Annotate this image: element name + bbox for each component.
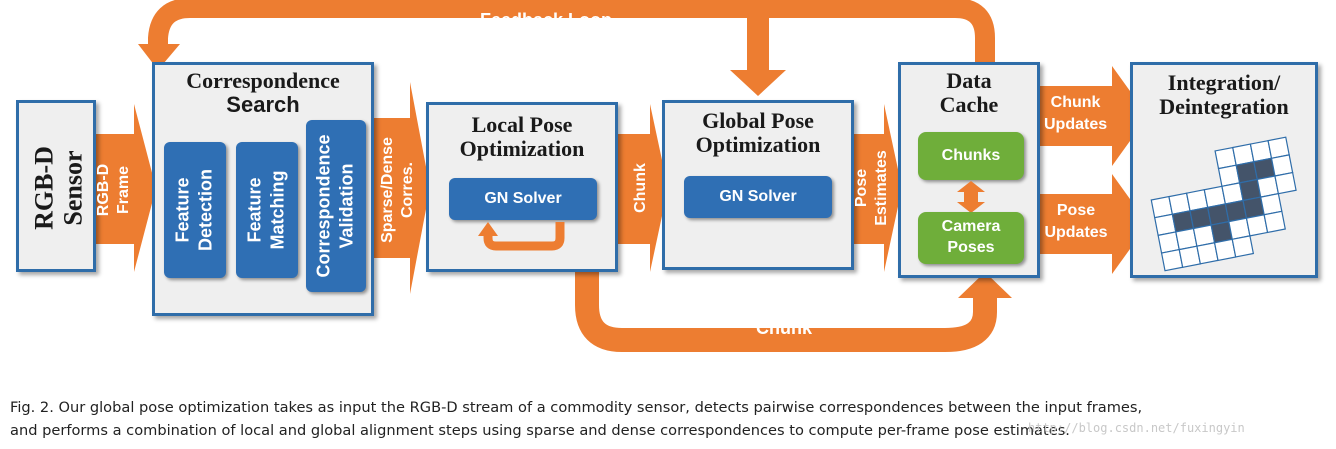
local-pose-title-line2: Optimization	[459, 136, 585, 162]
integration-title-line1: Integration/	[1167, 70, 1281, 95]
feedback-loop-label: Feedback Loop	[480, 10, 613, 30]
feature-matching-label: Feature Matching	[244, 171, 291, 250]
feedback-branch-arrowhead	[730, 70, 786, 96]
camera-poses-text: Camera Poses	[942, 217, 1001, 259]
feature-detection-line2: Detection	[196, 168, 216, 252]
rgbd-frame-label-line2: Frame	[115, 165, 132, 215]
data-cache-title: Data Cache	[901, 68, 1037, 118]
rgbd-frame-label-line1: RGB-D	[95, 163, 112, 217]
chunk-label: Chunk	[632, 163, 649, 213]
rgbd-sensor-box: RGB-D Sensor	[16, 100, 96, 272]
sensor-label: RGB-D Sensor	[29, 146, 87, 230]
correspondence-validation-label: Correspondence Validation	[313, 134, 360, 277]
integration-title-line2: Deintegration	[1159, 94, 1289, 120]
correspondence-search-title-line1: Correspondence	[186, 68, 340, 93]
global-pose-title-line2: Optimization	[695, 132, 821, 158]
sensor-label-line1: RGB-D	[29, 146, 59, 230]
camera-poses-store: Camera Poses	[918, 212, 1024, 264]
pose-estimates-label-line2: Estimates	[873, 150, 890, 226]
pose-updates-arrow	[1040, 174, 1148, 274]
global-gn-solver: GN Solver	[684, 176, 832, 218]
correspondence-search-title: Correspondence Search	[155, 68, 371, 118]
correspondence-validation-line2: Validation	[337, 163, 357, 249]
camera-poses-line2: Poses	[947, 239, 995, 256]
correspondence-validation-step: Correspondence Validation	[306, 120, 366, 292]
feedback-branch-shaft	[747, 16, 769, 72]
integration-box: Integration/ Deintegration	[1130, 62, 1318, 278]
global-pose-title: Global Pose Optimization	[665, 108, 851, 158]
feature-detection-label: Feature Detection	[172, 169, 219, 251]
sparse-dense-label-line1: Sparse/Dense	[379, 137, 396, 243]
rgbd-frame-arrow	[90, 104, 156, 272]
feature-detection-line1: Feature	[172, 177, 193, 243]
pose-estimates-label: Pose Estimates	[852, 150, 892, 226]
feature-matching-step: Feature Matching	[236, 142, 298, 278]
arrow-layer	[90, 0, 1148, 352]
chunk-updates-line2: Updates	[1044, 116, 1108, 134]
bottom-chunk-arrowhead	[958, 272, 1012, 298]
camera-poses-line1: Camera	[941, 218, 1001, 236]
pose-updates-label: Pose Updates	[1044, 200, 1108, 245]
correspondence-search-title-line2: Search	[226, 92, 300, 118]
integration-title: Integration/ Deintegration	[1133, 70, 1315, 120]
local-pose-title-line1: Local Pose	[471, 112, 573, 137]
sparse-dense-label: Sparse/Dense Corres.	[378, 137, 418, 243]
local-gn-solver: GN Solver	[449, 178, 597, 220]
sparse-dense-arrow	[370, 82, 430, 294]
local-pose-title: Local Pose Optimization	[429, 112, 615, 162]
feature-matching-line1: Feature	[244, 177, 265, 243]
caption-line-2: and performs a combination of local and …	[10, 422, 1070, 439]
correspondence-validation-line1: Correspondence	[313, 134, 334, 278]
bottom-chunk-label: Chunk	[756, 318, 812, 338]
sensor-label-line2: Sensor	[58, 150, 87, 226]
chunk-updates-label: Chunk Updates	[1044, 92, 1107, 137]
sparse-dense-label-line2: Corres.	[399, 161, 416, 219]
feedback-loop-arrowhead	[138, 44, 180, 70]
feedback-loop-arrow	[148, 0, 995, 64]
bottom-chunk-arrow	[575, 268, 997, 352]
pose-updates-line1: Pose	[1056, 202, 1096, 219]
pose-updates-line2: Updates	[1044, 224, 1108, 242]
watermark: http://blog.csdn.net/fuxingyin	[1028, 421, 1245, 435]
data-cache-title-line1: Data	[946, 68, 992, 93]
caption-line-1: Fig. 2. Our global pose optimization tak…	[10, 399, 1143, 416]
chunks-store: Chunks	[918, 132, 1024, 180]
pose-estimates-label-line1: Pose	[853, 168, 870, 208]
feature-detection-step: Feature Detection	[164, 142, 226, 278]
chunk-updates-line1: Chunk	[1050, 94, 1101, 111]
chunk-arrow	[616, 104, 668, 272]
data-cache-title-line2: Cache	[939, 92, 999, 118]
global-pose-title-line1: Global Pose	[702, 108, 814, 133]
figure-caption: Fig. 2. Our global pose optimization tak…	[10, 396, 1330, 442]
chunk-updates-arrow	[1040, 66, 1148, 166]
pose-estimates-arrow	[850, 104, 902, 272]
rgbd-frame-label: RGB-D Frame	[94, 164, 134, 216]
feature-matching-line2: Matching	[268, 170, 288, 250]
